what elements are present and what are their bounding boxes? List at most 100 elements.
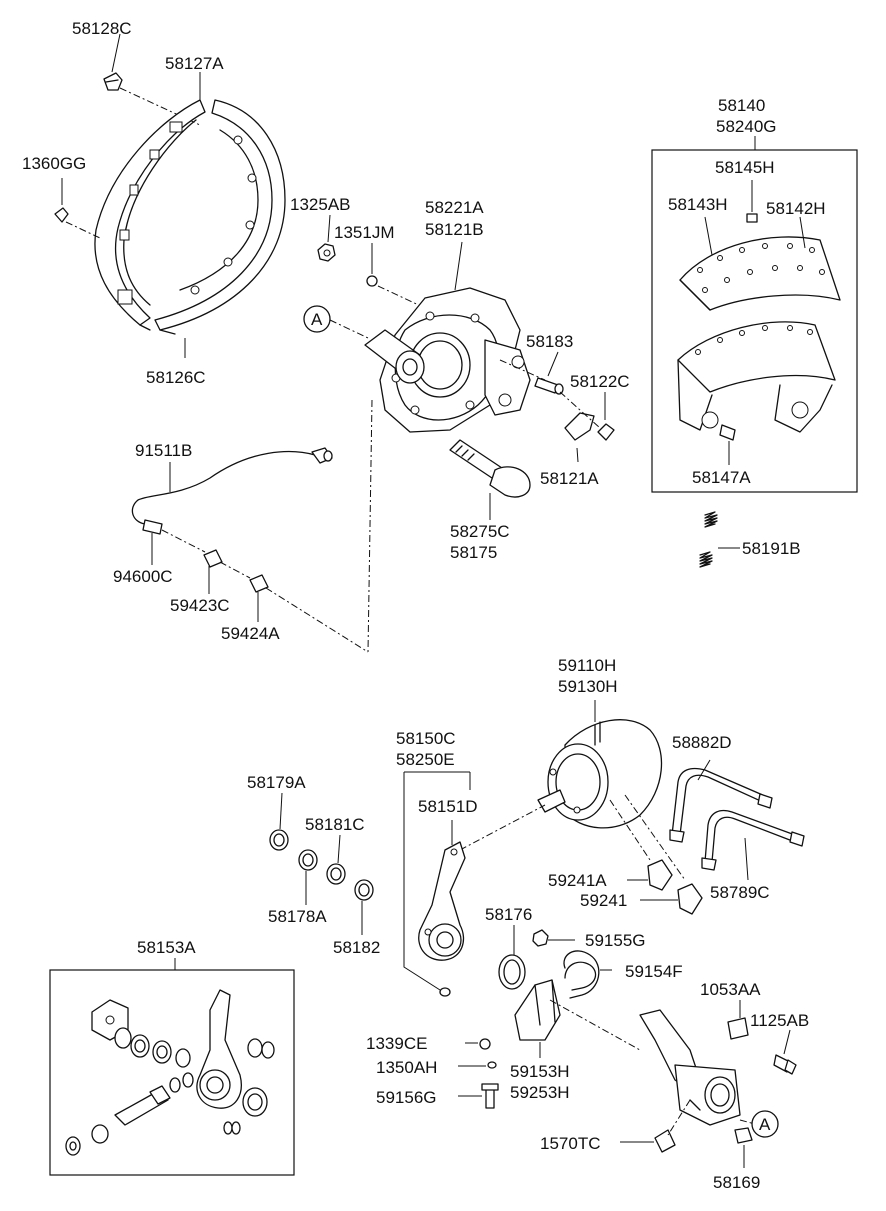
part-labels: 58128C 58127A 1360GG 58126C 1325AB 1351J… — [22, 19, 826, 1192]
label-58150C: 58150C — [396, 729, 456, 748]
part-59155G-nut — [532, 929, 549, 947]
label-59154F: 59154F — [625, 962, 683, 981]
label-callout-a-top: A — [311, 310, 323, 329]
label-1053AA: 1053AA — [700, 980, 761, 999]
label-59424A: 59424A — [221, 624, 280, 643]
part-chamber-bracket — [639, 1009, 741, 1126]
label-1325AB: 1325AB — [290, 195, 351, 214]
label-59423C: 59423C — [170, 596, 230, 615]
part-58143H-lining — [679, 236, 841, 311]
part-1125AB-bolt — [773, 1054, 797, 1075]
label-58140: 58140 — [718, 96, 765, 115]
part-59153H-bracket — [514, 979, 561, 1041]
label-58176: 58176 — [485, 905, 532, 924]
part-1360GG-washer — [54, 207, 69, 223]
label-58127A: 58127A — [165, 54, 224, 73]
label-1350AH: 1350AH — [376, 1058, 437, 1077]
part-1325AB-nut — [317, 243, 336, 262]
label-58145H: 58145H — [715, 158, 775, 177]
part-58128C-plug — [103, 72, 123, 91]
label-58169: 58169 — [713, 1173, 760, 1192]
part-58150C-bracket — [403, 772, 471, 997]
part-59423C-bushing — [203, 549, 223, 568]
part-1570TC-fitting — [654, 1129, 676, 1153]
callout-circle-a-bottom — [751, 1110, 779, 1138]
part-59154F-u-bolt — [563, 950, 600, 999]
part-59241-fitting — [677, 883, 703, 915]
label-58221A: 58221A — [425, 198, 484, 217]
label-94600C: 94600C — [113, 567, 173, 586]
part-58176-seal-ring — [498, 954, 526, 990]
label-58178A: 58178A — [268, 907, 327, 926]
label-58128C: 58128C — [72, 19, 132, 38]
part-58181C-washer — [326, 863, 346, 885]
label-58240G: 58240G — [716, 117, 777, 136]
label-1125AB: 1125AB — [750, 1011, 809, 1030]
label-59153H: 59153H — [510, 1062, 570, 1081]
label-1570TC: 1570TC — [540, 1134, 600, 1153]
label-58143H: 58143H — [668, 195, 728, 214]
label-58179A: 58179A — [247, 773, 306, 792]
label-58789C: 58789C — [710, 883, 770, 902]
label-59156G: 59156G — [376, 1088, 437, 1107]
part-58191B-spring — [699, 511, 718, 568]
label-58126C: 58126C — [146, 368, 206, 387]
label-58191B: 58191B — [742, 539, 801, 558]
label-59155G: 59155G — [585, 931, 646, 950]
label-58142H: 58142H — [766, 199, 826, 218]
label-59241: 59241 — [580, 891, 627, 910]
part-1350AH-washer — [487, 1061, 497, 1069]
kit-58153A-components — [65, 989, 275, 1156]
part-59156G-bolt — [481, 1083, 499, 1109]
label-58882D: 58882D — [672, 733, 732, 752]
label-58175: 58175 — [450, 543, 497, 562]
label-58183: 58183 — [526, 332, 573, 351]
kit-box-58153A — [49, 969, 295, 1176]
label-58121A: 58121A — [540, 469, 599, 488]
label-58153A: 58153A — [137, 938, 196, 957]
part-58169-bolt — [734, 1127, 753, 1144]
part-58121A-plate — [564, 412, 595, 441]
part-59424A-clip — [249, 574, 269, 593]
part-58882D-hose — [669, 767, 773, 843]
label-59241A: 59241A — [548, 871, 607, 890]
label-58250E: 58250E — [396, 750, 455, 769]
part-1053AA-plate — [727, 1017, 749, 1040]
label-58122C: 58122C — [570, 372, 630, 391]
part-58183-pin — [534, 377, 564, 395]
label-58181C: 58181C — [305, 815, 365, 834]
label-58147A: 58147A — [692, 468, 751, 487]
label-59130H: 59130H — [558, 677, 618, 696]
label-callout-a-bottom: A — [759, 1115, 771, 1134]
label-59110H: 59110H — [558, 656, 616, 675]
part-94600C-sensor — [142, 519, 163, 535]
label-1360GG: 1360GG — [22, 154, 86, 173]
label-58275C: 58275C — [450, 522, 510, 541]
part-58147A-roller — [719, 424, 736, 441]
part-58179A-washer — [269, 829, 289, 851]
label-59253H: 59253H — [510, 1083, 570, 1102]
part-1351JM-washer — [366, 275, 378, 287]
part-58127A-dust-shield — [94, 99, 206, 331]
part-58145H-bolt — [746, 213, 758, 223]
part-58221A-anchor-arm — [484, 339, 531, 416]
part-58221A-cam-tube — [364, 329, 425, 384]
part-58151D-slack-adjuster — [418, 841, 466, 961]
label-58182: 58182 — [333, 938, 380, 957]
label-91511B: 91511B — [135, 441, 192, 460]
label-1339CE: 1339CE — [366, 1034, 427, 1053]
part-59241A-fitting — [647, 859, 673, 891]
part-58182-washer — [354, 879, 374, 901]
part-58789C-hose — [701, 809, 805, 871]
part-58126C-dust-shield — [154, 99, 286, 335]
part-59110H-brake-chamber — [537, 719, 663, 829]
callout-circle-a-top — [303, 305, 331, 333]
part-58178A-washer — [298, 849, 318, 871]
label-1351JM: 1351JM — [334, 223, 394, 242]
part-58142H-shoe — [677, 321, 836, 433]
part-58275C-camshaft — [449, 439, 531, 498]
part-91511B-sensor-cable — [131, 447, 333, 525]
label-58151D: 58151D — [418, 797, 478, 816]
